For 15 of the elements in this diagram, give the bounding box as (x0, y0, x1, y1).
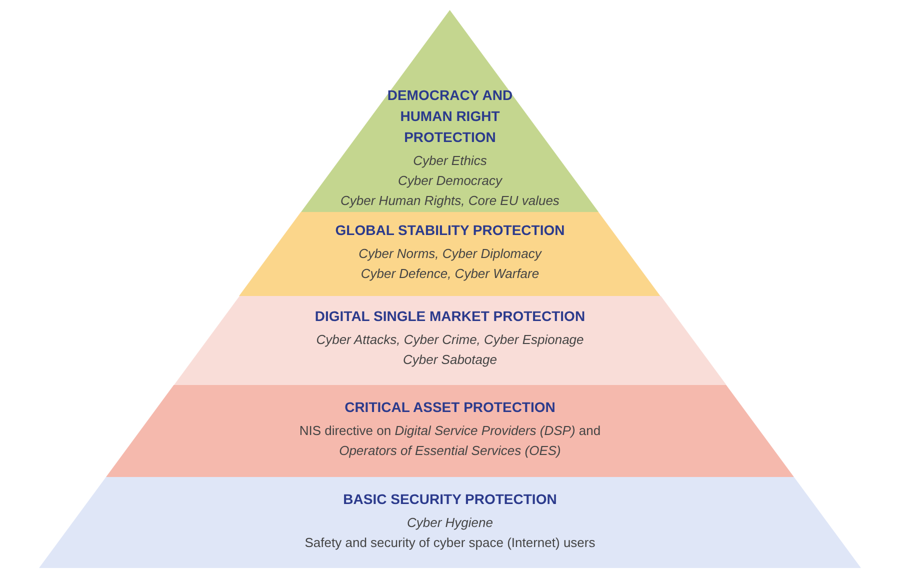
tier-heading: DEMOCRACY AND HUMAN RIGHT PROTECTION (386, 86, 514, 147)
tier-description: Cyber Defence, Cyber Warfare (360, 265, 540, 283)
tier-description: Cyber Norms, Cyber Diplomacy (358, 245, 542, 263)
tier-heading: GLOBAL STABILITY PROTECTION (335, 221, 565, 240)
tier-description: Cyber Ethics (413, 152, 487, 170)
tier-heading: DIGITAL SINGLE MARKET PROTECTION (314, 307, 586, 326)
tier-description: NIS directive on Digital Service Providers (DSP) and Operators of Essential Services (OES) (298, 422, 602, 460)
tier-description: Cyber Sabotage (403, 351, 497, 369)
tier-description: Safety and security of cyber space (Internet) users (304, 534, 596, 552)
tier-description: Cyber Democracy (398, 172, 502, 190)
tier-description: Cyber Hygiene (407, 514, 493, 532)
tier-description: Cyber Attacks, Cyber Crime, Cyber Espionage (316, 331, 584, 349)
tier-description: Cyber Human Rights, Core EU values (340, 192, 560, 210)
tier-heading: BASIC SECURITY PROTECTION (343, 490, 557, 509)
tier-heading: CRITICAL ASSET PROTECTION (344, 398, 556, 417)
